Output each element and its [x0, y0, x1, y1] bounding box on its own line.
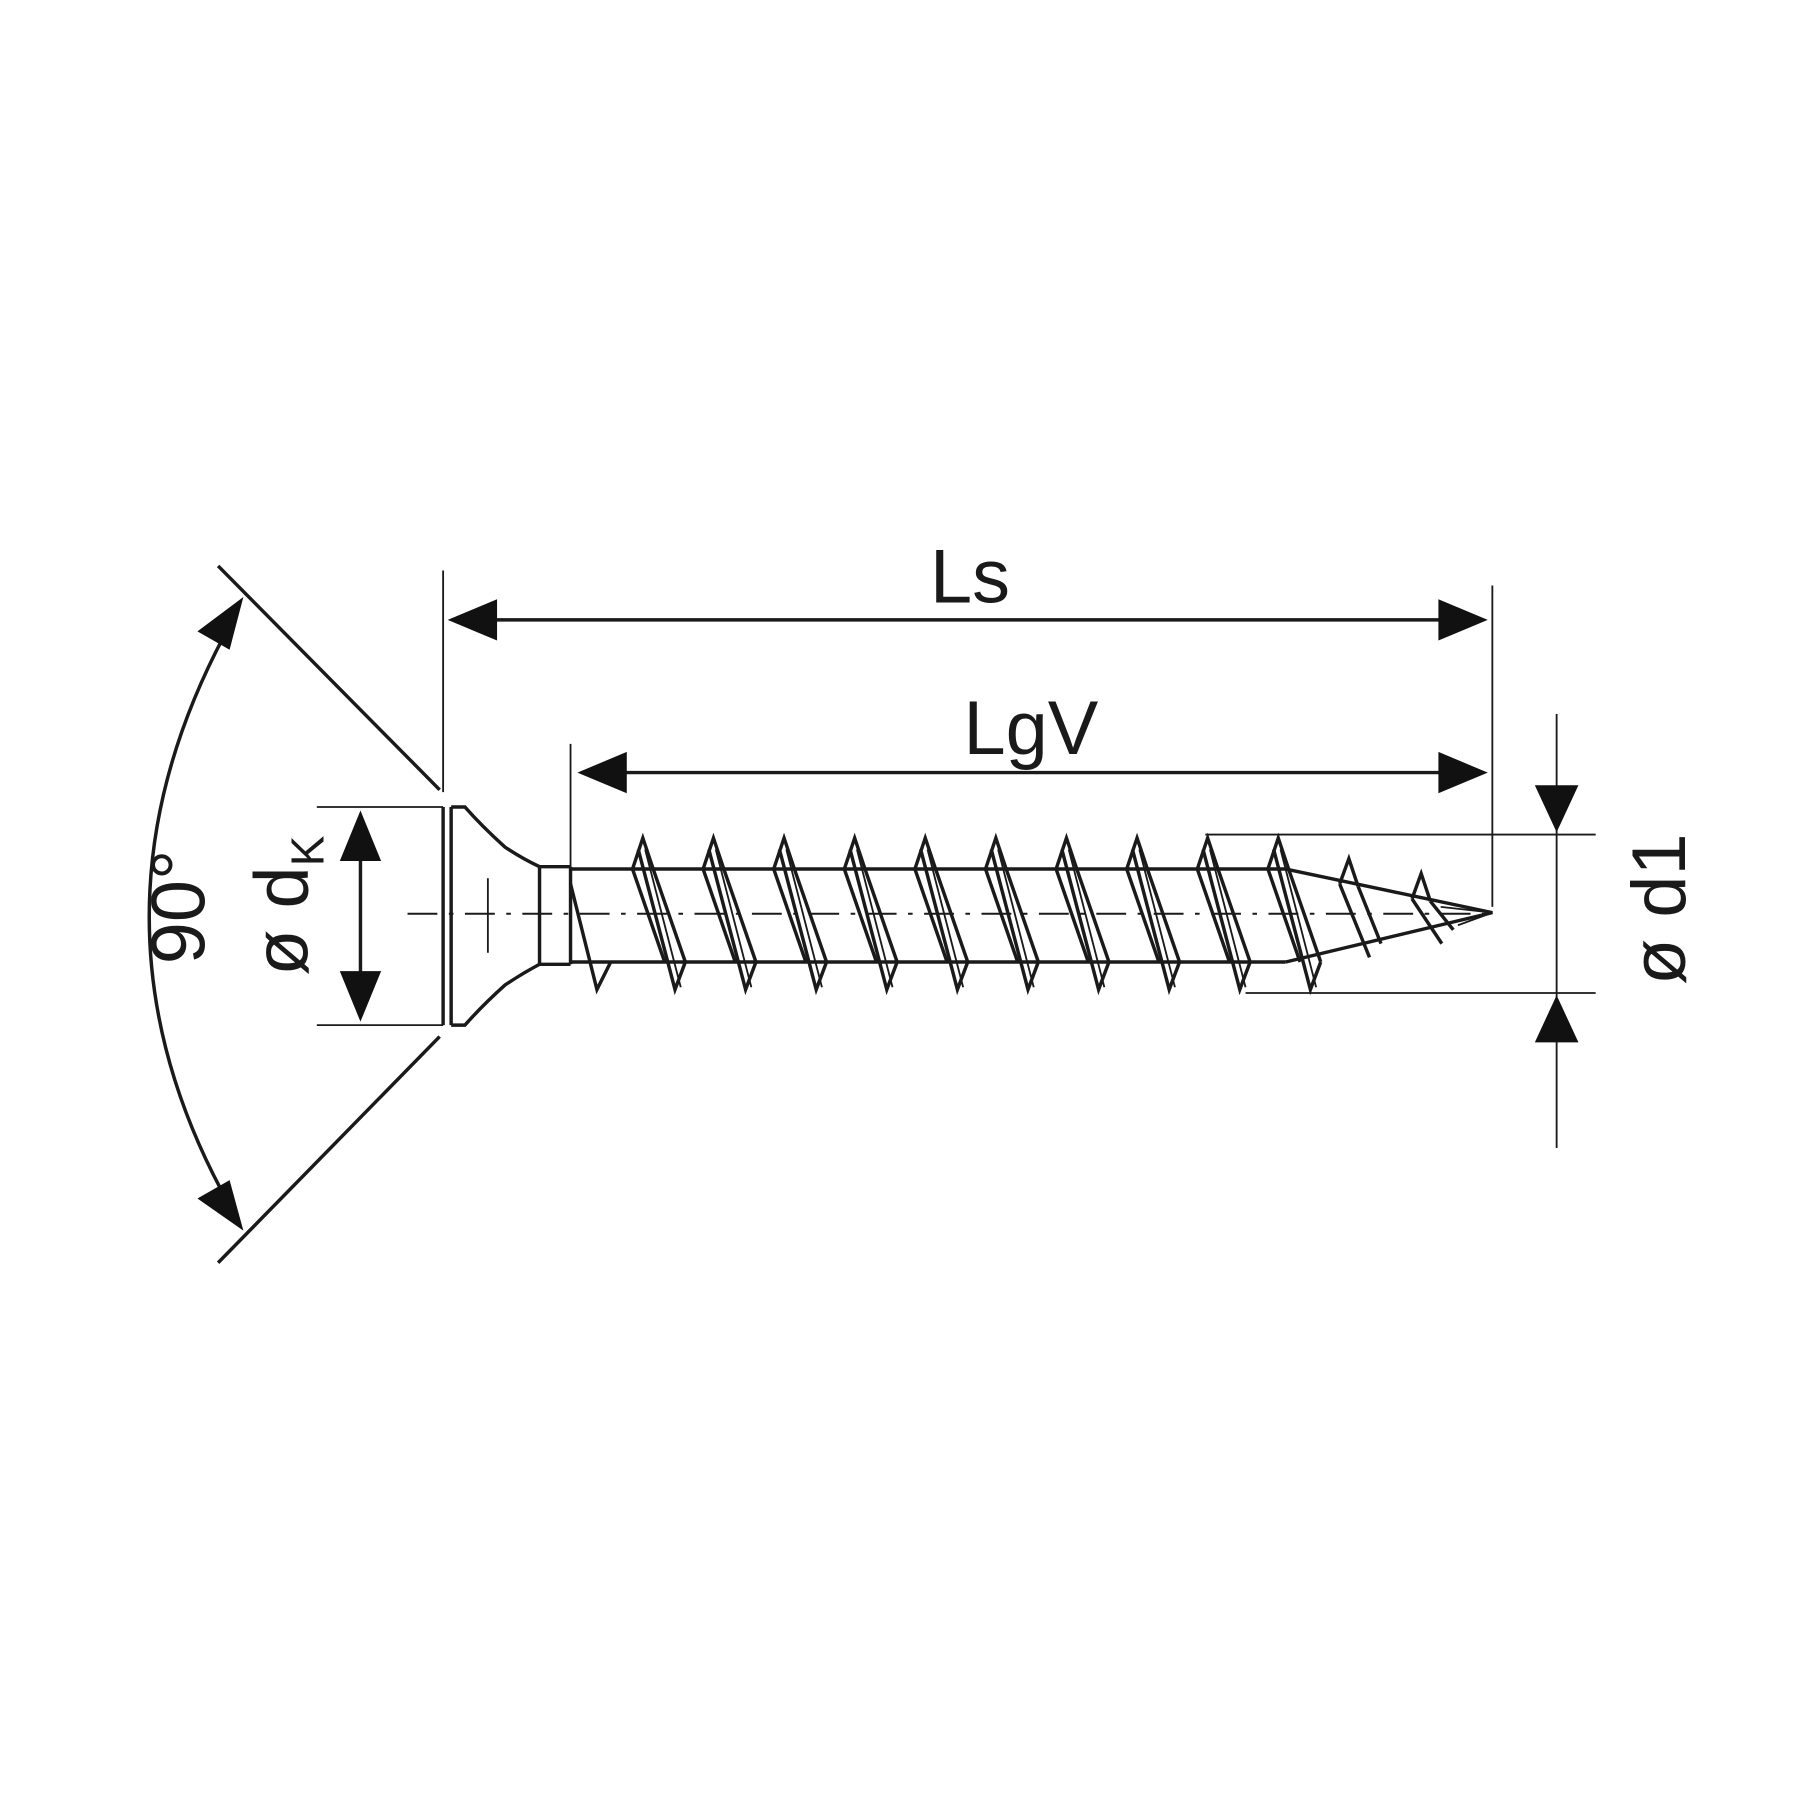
thread-flank	[1195, 868, 1232, 963]
thread-flank	[863, 868, 899, 963]
thread-flank	[1004, 868, 1040, 963]
thread-flank	[1266, 868, 1302, 963]
thread-flank	[983, 868, 1020, 963]
lgv-dimension: LgV	[569, 686, 1488, 867]
thread-flank	[1410, 897, 1444, 945]
thread-flank	[777, 849, 829, 996]
screw-threads	[568, 832, 1493, 996]
angle-label: 90°	[136, 850, 221, 965]
thread-flank	[842, 832, 867, 870]
thread-flank	[772, 868, 808, 963]
thread-flank	[983, 832, 1008, 870]
thread-flank	[913, 868, 949, 963]
thread-flank	[1138, 849, 1176, 988]
thread-flank	[651, 868, 687, 963]
thread-flank	[1201, 849, 1252, 996]
thread-flank	[842, 868, 879, 963]
thread-flank	[636, 849, 687, 996]
thread-flank	[1338, 853, 1360, 887]
thread-flank	[1266, 832, 1291, 870]
thread-flank	[1145, 868, 1182, 963]
thread-flank	[1216, 868, 1252, 963]
thread-flank	[1410, 868, 1432, 902]
ls-dimension: Ls	[442, 535, 1494, 907]
thread-flank	[926, 849, 965, 988]
thread-flank	[856, 849, 894, 988]
thread-flank	[913, 832, 938, 870]
thread-flank	[630, 832, 655, 870]
ls-label: Ls	[930, 535, 1010, 620]
thread-flank	[1286, 868, 1323, 963]
thread-flank	[1130, 849, 1182, 996]
thread-flank	[1054, 868, 1090, 963]
thread-flank	[933, 868, 970, 963]
thread-flank	[630, 868, 667, 963]
thread-flank	[1356, 885, 1383, 945]
dk-label: ø dK	[240, 835, 334, 975]
thread-flank	[707, 849, 758, 996]
thread-flank	[848, 849, 899, 996]
thread-flank	[1067, 849, 1106, 988]
thread-flank	[722, 868, 758, 963]
thread-flank	[772, 832, 797, 870]
thread-flank	[1440, 905, 1493, 927]
thread-flank	[1075, 868, 1111, 963]
thread-flank	[989, 849, 1040, 996]
thread-flank	[792, 868, 829, 963]
thread-flank	[918, 849, 970, 996]
thread-flank	[1054, 832, 1079, 870]
dk-dimension: ø dK	[240, 806, 444, 1027]
thread-flank	[1060, 849, 1111, 996]
thread-flank	[1279, 849, 1318, 988]
thread-flank	[568, 883, 613, 995]
thread-flank	[1429, 900, 1455, 931]
thread-flank	[1195, 832, 1220, 870]
thread-flank	[701, 832, 726, 870]
d1-label: ø d1	[1617, 833, 1702, 985]
screw-head	[441, 805, 573, 1027]
thread-flank	[785, 849, 823, 988]
thread-flank	[714, 849, 753, 988]
thread-flank	[1338, 883, 1372, 959]
thread-flank	[997, 849, 1035, 988]
thread-flank	[1271, 849, 1323, 996]
thread-flank	[701, 868, 737, 963]
lgv-label: LgV	[963, 686, 1098, 771]
d1-dimension: ø d1	[1205, 714, 1702, 1148]
thread-flank	[644, 849, 682, 988]
thread-flank	[1125, 832, 1150, 870]
thread-flank	[1209, 849, 1247, 988]
head-angle-dimension: 90°	[136, 564, 441, 1264]
thread-flank	[1125, 868, 1161, 963]
